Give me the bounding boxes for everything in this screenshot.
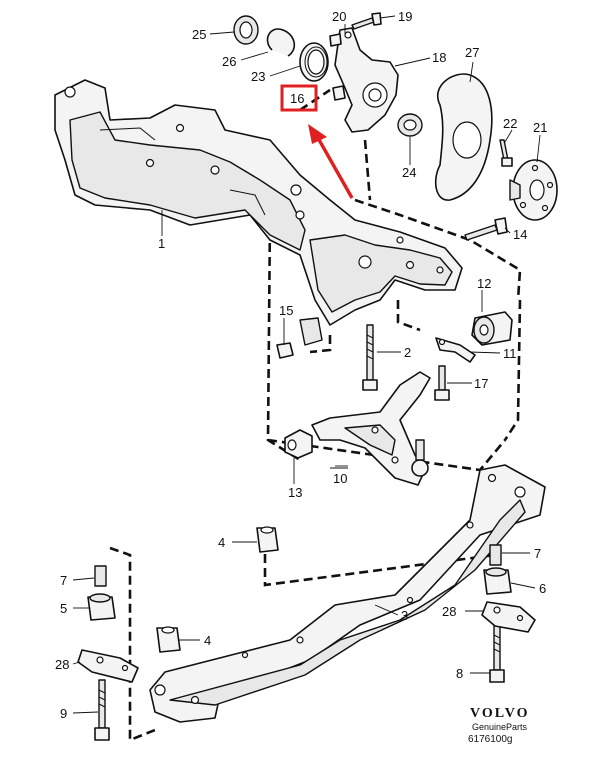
callout-19: 19 xyxy=(398,9,412,24)
highlight-arrow-head xyxy=(308,124,327,144)
callout-24: 24 xyxy=(402,165,416,180)
callout-21: 21 xyxy=(533,120,547,135)
callout-13: 13 xyxy=(288,485,302,500)
plate-28-left xyxy=(77,649,139,683)
callout-5: 5 xyxy=(60,601,67,616)
bushing-clamp xyxy=(435,337,476,363)
bolt-8 xyxy=(489,624,505,683)
callout-2: 2 xyxy=(404,345,411,360)
hub-seal xyxy=(233,15,259,45)
mount-6 xyxy=(483,567,512,595)
highlight-arrow-line xyxy=(316,137,354,199)
bolt-22 xyxy=(499,139,513,167)
callout-8: 8 xyxy=(456,666,463,681)
spacer-7-left xyxy=(94,565,107,587)
callout-20: 20 xyxy=(332,9,346,24)
knuckle-seal xyxy=(397,113,423,137)
callout-17: 17 xyxy=(474,376,488,391)
brand-logo: VOLVO xyxy=(470,706,530,721)
cross-member xyxy=(149,464,546,723)
callout-27: 27 xyxy=(465,45,479,60)
ball-joint xyxy=(411,439,429,477)
bushing-front xyxy=(284,429,313,459)
callout-6: 6 xyxy=(539,581,546,596)
callout-10: 10 xyxy=(333,471,347,486)
callout-26: 26 xyxy=(222,54,236,69)
bolt-17 xyxy=(434,365,450,401)
nut-16 xyxy=(332,85,346,101)
callout-4-lower: 4 xyxy=(204,633,211,648)
diagram-code: 6176100g xyxy=(468,734,513,745)
bolt-14 xyxy=(464,217,508,241)
callout-4-upper: 4 xyxy=(218,535,225,550)
bolt-19 xyxy=(351,12,382,30)
bushing-rear xyxy=(471,311,513,346)
circlip xyxy=(266,28,296,57)
callout-11: 11 xyxy=(503,346,517,361)
subframe xyxy=(54,79,463,346)
bolt-2 xyxy=(362,324,378,391)
plate-28-right xyxy=(481,601,536,633)
callout-18: 18 xyxy=(432,50,446,65)
callout-23: 23 xyxy=(251,69,265,84)
callout-3: 3 xyxy=(401,608,408,623)
brand-subtitle: GenuineParts xyxy=(472,722,528,732)
bolt-9 xyxy=(94,679,110,741)
wheel-bearing xyxy=(299,42,329,82)
mount-5 xyxy=(87,593,116,621)
steering-knuckle xyxy=(334,27,399,133)
callout-1: 1 xyxy=(158,236,165,251)
callout-labels: 25 26 23 20 19 18 27 16 22 21 24 14 1 15… xyxy=(55,9,547,721)
control-arm xyxy=(311,371,431,486)
callout-28-left: 28 xyxy=(55,657,69,672)
nut-15 xyxy=(276,342,294,359)
highlight-box xyxy=(280,84,318,112)
callout-7-left: 7 xyxy=(60,573,67,588)
mount-4-lower xyxy=(156,626,181,653)
mount-4-upper xyxy=(256,526,279,553)
leader-lines xyxy=(72,15,541,714)
spacer-7-right xyxy=(489,544,502,566)
callout-12: 12 xyxy=(477,276,491,291)
callout-28-right: 28 xyxy=(442,604,456,619)
callout-14: 14 xyxy=(513,227,527,242)
callout-22: 22 xyxy=(503,116,517,131)
highlight-group xyxy=(280,84,354,199)
wheel-hub xyxy=(509,159,558,221)
callout-16: 16 xyxy=(290,91,304,106)
callout-9: 9 xyxy=(60,706,67,721)
dust-shield xyxy=(434,73,493,201)
nut-20 xyxy=(329,33,342,47)
callout-15: 15 xyxy=(279,303,293,318)
callout-25: 25 xyxy=(192,27,206,42)
callout-7-right: 7 xyxy=(534,546,541,561)
